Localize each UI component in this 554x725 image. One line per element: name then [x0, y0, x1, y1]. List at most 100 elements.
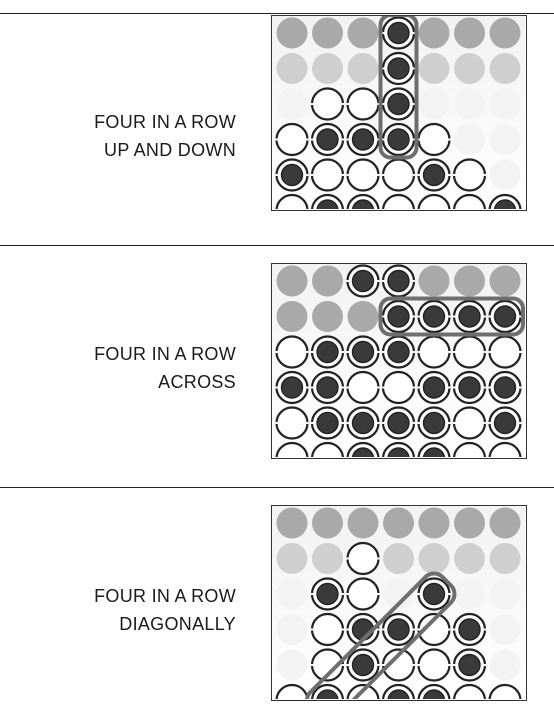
empty-slot: [383, 543, 414, 574]
black-disc: [311, 408, 344, 439]
caption-line-1: FOUR IN A ROW: [94, 340, 236, 368]
empty-slot: [312, 543, 343, 574]
caption-line-2: ACROSS: [94, 368, 236, 396]
empty-slot: [419, 543, 450, 574]
white-disc: [347, 579, 380, 610]
empty-slot: [277, 53, 308, 84]
empty-slot: [454, 53, 485, 84]
black-disc: [453, 614, 486, 645]
black-disc: [276, 160, 309, 191]
empty-slot: [312, 18, 343, 49]
empty-slot: [348, 53, 379, 84]
black-disc: [347, 266, 380, 297]
empty-slot: [454, 18, 485, 49]
empty-slot: [277, 89, 308, 120]
empty-slot: [419, 18, 450, 49]
board-svg: [272, 16, 525, 209]
empty-slot: [312, 266, 343, 297]
middle-divider-2: [0, 487, 554, 488]
empty-slot: [348, 508, 379, 539]
white-disc: [347, 543, 380, 574]
empty-slot: [490, 650, 521, 681]
white-disc: [276, 337, 309, 368]
caption-line-2: DIAGONALLY: [94, 610, 236, 638]
empty-slot: [348, 301, 379, 332]
white-disc: [418, 650, 451, 681]
black-disc: [382, 614, 415, 645]
white-disc: [453, 160, 486, 191]
empty-slot: [277, 650, 308, 681]
black-disc: [418, 579, 451, 610]
empty-slot: [277, 301, 308, 332]
black-disc: [418, 372, 451, 403]
white-disc: [347, 372, 380, 403]
empty-slot: [454, 508, 485, 539]
black-disc: [311, 372, 344, 403]
white-disc: [276, 408, 309, 439]
empty-slot: [419, 89, 450, 120]
black-disc: [347, 337, 380, 368]
white-disc: [276, 124, 309, 155]
caption-line-1: FOUR IN A ROW: [94, 108, 236, 136]
middle-divider-1: [0, 245, 554, 246]
empty-slot: [454, 579, 485, 610]
black-disc: [453, 372, 486, 403]
caption-diagonal: FOUR IN A ROW DIAGONALLY: [94, 582, 236, 638]
empty-slot: [490, 18, 521, 49]
empty-slot: [419, 53, 450, 84]
black-disc: [311, 337, 344, 368]
black-disc: [418, 301, 451, 332]
empty-slot: [277, 579, 308, 610]
empty-slot: [454, 89, 485, 120]
black-disc: [418, 160, 451, 191]
game-board-vertical: [271, 15, 527, 211]
empty-slot: [454, 543, 485, 574]
caption-line-2: UP AND DOWN: [94, 136, 236, 164]
black-disc: [382, 301, 415, 332]
empty-slot: [277, 614, 308, 645]
black-disc: [382, 337, 415, 368]
game-board-diagonal: [271, 505, 527, 701]
black-disc: [311, 579, 344, 610]
black-disc: [276, 372, 309, 403]
black-disc: [382, 408, 415, 439]
empty-slot: [383, 508, 414, 539]
white-disc: [311, 160, 344, 191]
black-disc: [382, 18, 415, 49]
black-disc: [382, 89, 415, 120]
black-disc: [489, 301, 522, 332]
white-disc: [347, 89, 380, 120]
black-disc: [382, 266, 415, 297]
empty-slot: [277, 508, 308, 539]
top-divider: [0, 13, 554, 14]
black-disc: [347, 124, 380, 155]
black-disc: [453, 650, 486, 681]
game-board-horizontal: [271, 263, 527, 459]
empty-slot: [490, 160, 521, 191]
empty-slot: [490, 614, 521, 645]
empty-slot: [490, 53, 521, 84]
caption-vertical: FOUR IN A ROW UP AND DOWN: [94, 108, 236, 164]
white-disc: [382, 372, 415, 403]
empty-slot: [312, 508, 343, 539]
black-disc: [489, 372, 522, 403]
black-disc: [489, 408, 522, 439]
black-disc: [347, 650, 380, 681]
empty-slot: [490, 543, 521, 574]
empty-slot: [348, 18, 379, 49]
empty-slot: [490, 89, 521, 120]
empty-slot: [454, 124, 485, 155]
empty-slot: [312, 301, 343, 332]
empty-slot: [277, 543, 308, 574]
white-disc: [418, 337, 451, 368]
board-svg: [272, 264, 525, 457]
black-disc: [382, 124, 415, 155]
black-disc: [418, 408, 451, 439]
black-disc: [382, 53, 415, 84]
white-disc: [382, 160, 415, 191]
empty-slot: [277, 18, 308, 49]
caption-horizontal: FOUR IN A ROW ACROSS: [94, 340, 236, 396]
empty-slot: [490, 266, 521, 297]
white-disc: [453, 337, 486, 368]
white-disc: [489, 337, 522, 368]
